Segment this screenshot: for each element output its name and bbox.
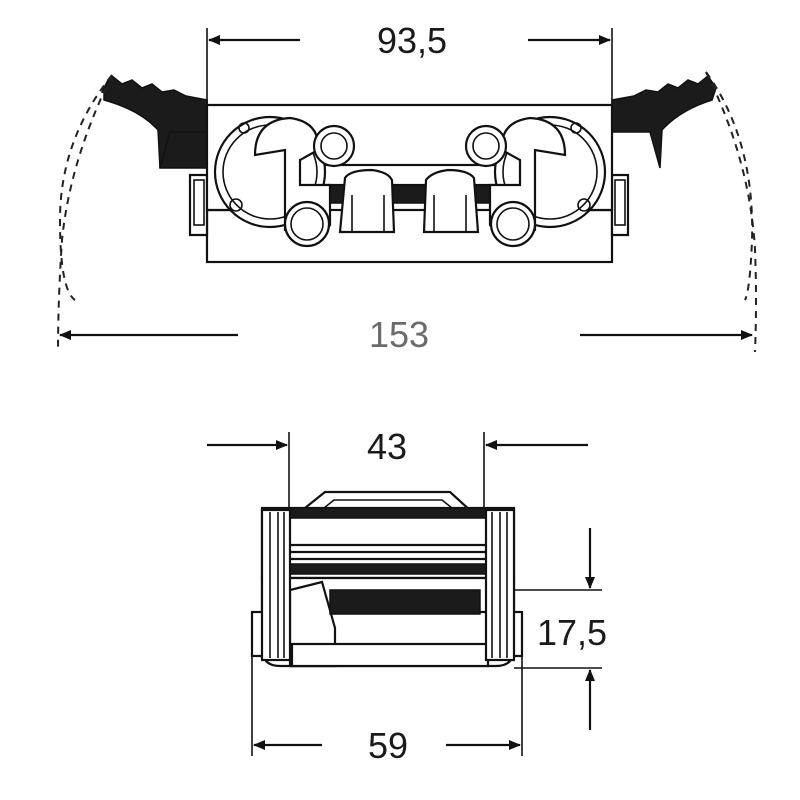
dim-153-label: 153 — [369, 314, 429, 355]
locking-lever-right — [611, 74, 717, 169]
side-clamp-left — [260, 508, 292, 662]
dim-43-label: 43 — [367, 426, 407, 467]
dim-59-label: 59 — [368, 725, 408, 766]
center-peg-right — [422, 168, 480, 234]
side-view: 43 17 — [207, 426, 607, 766]
lever-swing-arc-right — [705, 71, 754, 301]
dim-17-5-label: 17,5 — [537, 612, 607, 653]
center-peg-left — [338, 168, 396, 234]
lever-swing-arc-left — [58, 74, 113, 301]
lock-mechanism-right — [464, 115, 607, 248]
top-view: 93,5 — [57, 20, 757, 355]
lock-mechanism-left — [213, 115, 356, 248]
side-clamp-right — [484, 508, 516, 662]
dim-93-5-label: 93,5 — [377, 20, 447, 61]
